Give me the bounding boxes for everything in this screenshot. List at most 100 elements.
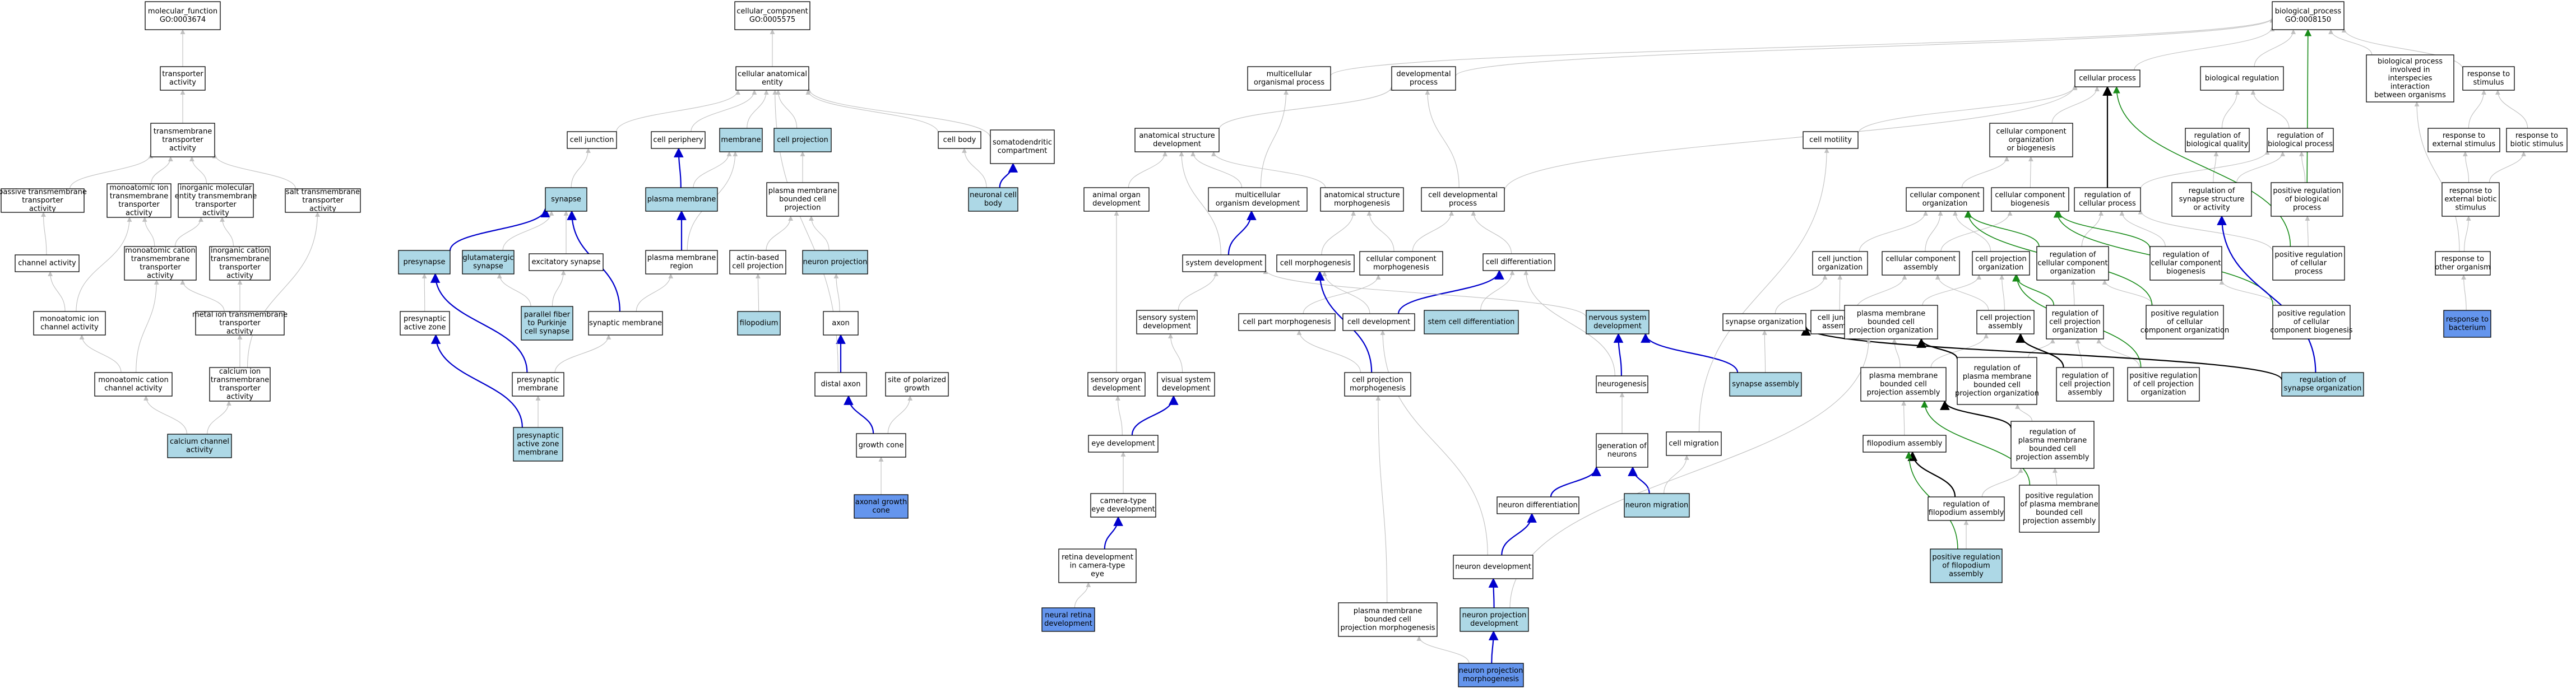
- term-node-n30[interactable]: excitatory synapse: [529, 253, 604, 271]
- term-node-n25[interactable]: plasma membrane: [645, 187, 718, 212]
- term-node-n110[interactable]: neuron migration: [1624, 493, 1690, 518]
- term-node-n12[interactable]: metal ion transmembranetransporteractivi…: [192, 311, 288, 336]
- term-node-n43[interactable]: growth cone: [856, 433, 906, 458]
- term-node-n33[interactable]: neuron projection: [802, 250, 868, 275]
- term-node-n103[interactable]: eye development: [1088, 435, 1159, 453]
- term-node-n37[interactable]: filopodium: [737, 311, 781, 336]
- term-node-n10[interactable]: inorganic cationtransmembranetransporter…: [209, 246, 271, 281]
- term-node-n22[interactable]: cell body: [938, 131, 981, 149]
- term-node-n69[interactable]: system development: [1182, 254, 1266, 272]
- term-node-n53[interactable]: cell motility: [1803, 131, 1859, 149]
- term-node-n49[interactable]: biological regulation: [2200, 66, 2284, 91]
- term-node-n109[interactable]: neuron differentiation: [1497, 496, 1579, 514]
- term-node-n114[interactable]: neuron development: [1453, 555, 1533, 579]
- term-node-n105[interactable]: cell migration: [1666, 431, 1722, 456]
- term-node-n24[interactable]: synapse: [545, 187, 587, 212]
- term-node-n38[interactable]: axon: [823, 311, 859, 336]
- term-node-n83[interactable]: stem cell differentiation: [1424, 310, 1519, 334]
- term-node-n48[interactable]: cellular process: [2074, 69, 2141, 87]
- term-node-n96[interactable]: neurogenesis: [1596, 375, 1648, 393]
- term-node-n8[interactable]: channel activity: [15, 254, 80, 272]
- term-node-n18[interactable]: cell junction: [567, 131, 617, 149]
- term-node-n19[interactable]: cell periphery: [651, 131, 706, 149]
- term-node-n9[interactable]: monoatomic cationtransmembranetransporte…: [124, 246, 197, 281]
- term-node-n82[interactable]: cell development: [1342, 313, 1415, 331]
- term-node-n81[interactable]: cell part morphogenesis: [1238, 313, 1336, 331]
- term-node-n70[interactable]: cell morphogenesis: [1276, 254, 1355, 272]
- term-node-n21[interactable]: cell projection: [773, 128, 832, 152]
- term-node-n20[interactable]: membrane: [719, 128, 763, 152]
- term-node-n106[interactable]: filopodium assembly: [1862, 435, 1947, 453]
- term-node-n97[interactable]: synapse assembly: [1729, 372, 1802, 397]
- term-node-n36[interactable]: synaptic membrane: [588, 311, 663, 336]
- term-node-n72[interactable]: cell differentiation: [1482, 253, 1555, 271]
